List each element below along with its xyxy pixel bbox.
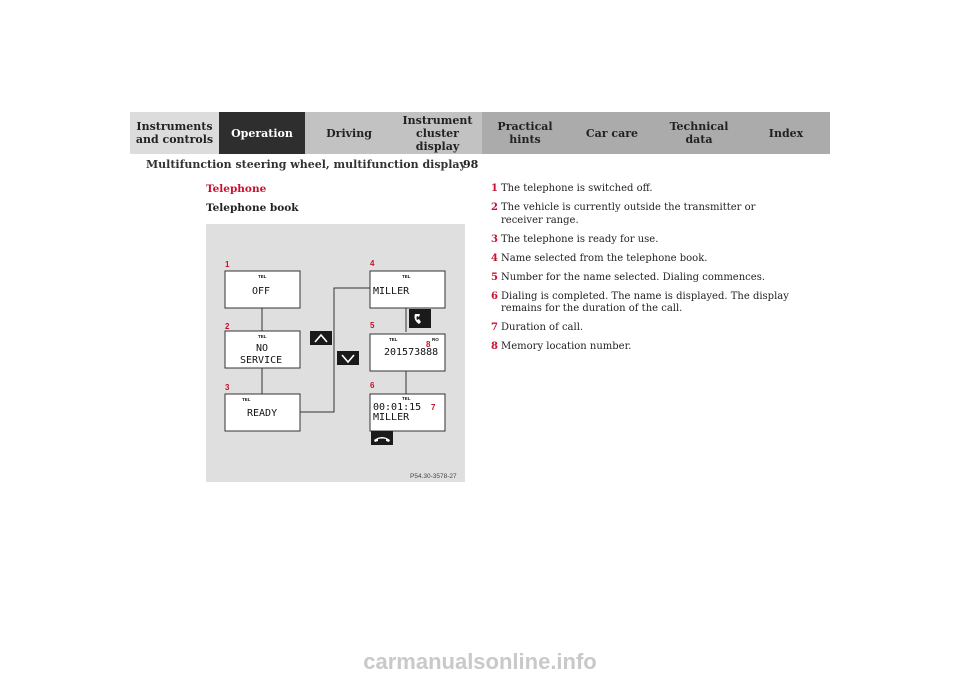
callout-3: 3 xyxy=(225,383,230,392)
tab-label: Operation xyxy=(231,126,293,140)
svg-text:MILLER: MILLER xyxy=(373,412,410,423)
scroll-down-icon xyxy=(337,351,359,365)
svg-text:TEL: TEL xyxy=(402,396,411,401)
tab-index[interactable]: Index xyxy=(742,112,830,154)
section-title: Telephone xyxy=(206,183,267,195)
display-off: TEL OFF xyxy=(224,270,301,309)
callout-1: 1 xyxy=(225,260,230,269)
svg-text:OFF: OFF xyxy=(252,286,270,297)
callout-5: 5 xyxy=(370,321,375,330)
tab-driving[interactable]: Driving xyxy=(305,112,393,154)
page-header: Multifunction steering wheel, multifunct… xyxy=(146,158,466,171)
tab-technical-data[interactable]: Technical data xyxy=(656,112,742,154)
tab-car-care[interactable]: Car care xyxy=(568,112,656,154)
tab-label: Instrument cluster display xyxy=(402,113,473,153)
display-no-service: TEL NO SERVICE xyxy=(224,330,301,369)
phone-hangup-icon xyxy=(371,431,393,445)
display-number: TEL RO 201573888 xyxy=(369,333,446,372)
tab-instrument-cluster-display[interactable]: Instrument cluster display xyxy=(393,112,482,154)
svg-text:RO: RO xyxy=(432,337,439,342)
callout-7: 7 xyxy=(431,403,436,412)
tab-practical-hints[interactable]: Practical hints xyxy=(482,112,568,154)
callout-2: 2 xyxy=(225,322,230,331)
tab-label: Technical data xyxy=(669,120,729,146)
svg-text:TEL: TEL xyxy=(258,334,267,339)
tab-label: Driving xyxy=(326,126,372,140)
callout-4: 4 xyxy=(370,259,375,268)
telephone-book-figure: TEL OFF TEL NO SERVICE TEL READY TEL MIL… xyxy=(206,224,465,482)
display-duration: TEL 00:01:15 MILLER xyxy=(369,393,446,432)
display-ready: TEL READY xyxy=(224,393,301,432)
tab-label: Instruments and controls xyxy=(135,120,214,146)
tab-label: Car care xyxy=(585,126,639,140)
telephone-display-diagram: TEL OFF TEL NO SERVICE TEL READY TEL MIL… xyxy=(224,259,457,480)
tab-operation[interactable]: Operation xyxy=(219,112,305,154)
watermark: carmanualsonline.info xyxy=(363,649,597,674)
phone-pickup-icon xyxy=(409,309,431,328)
callout-8: 8 xyxy=(426,340,431,349)
svg-text:READY: READY xyxy=(247,408,277,419)
svg-text:00:01:15: 00:01:15 xyxy=(373,402,421,413)
svg-text:TEL: TEL xyxy=(402,274,411,279)
display-miller: TEL MILLER xyxy=(369,270,446,309)
section-subtitle: Telephone book xyxy=(206,202,299,214)
svg-text:TEL: TEL xyxy=(242,397,251,402)
scroll-up-icon xyxy=(310,331,332,345)
page-number: 98 xyxy=(463,158,479,171)
section-tab-bar: Instruments and controls Operation Drivi… xyxy=(130,112,830,154)
svg-text:NO: NO xyxy=(256,343,268,354)
figure-reference-code: P54.30-3578-27 xyxy=(410,473,457,480)
tab-instruments-and-controls[interactable]: Instruments and controls xyxy=(130,112,219,154)
connector-lines xyxy=(261,287,407,413)
svg-text:MILLER: MILLER xyxy=(373,286,410,297)
svg-text:201573888: 201573888 xyxy=(384,347,438,358)
tab-label: Index xyxy=(768,126,804,140)
callout-6: 6 xyxy=(370,381,375,390)
svg-text:SERVICE: SERVICE xyxy=(240,355,282,366)
tab-label: Practical hints xyxy=(497,120,553,146)
svg-text:TEL: TEL xyxy=(389,337,398,342)
svg-text:TEL: TEL xyxy=(258,274,267,279)
